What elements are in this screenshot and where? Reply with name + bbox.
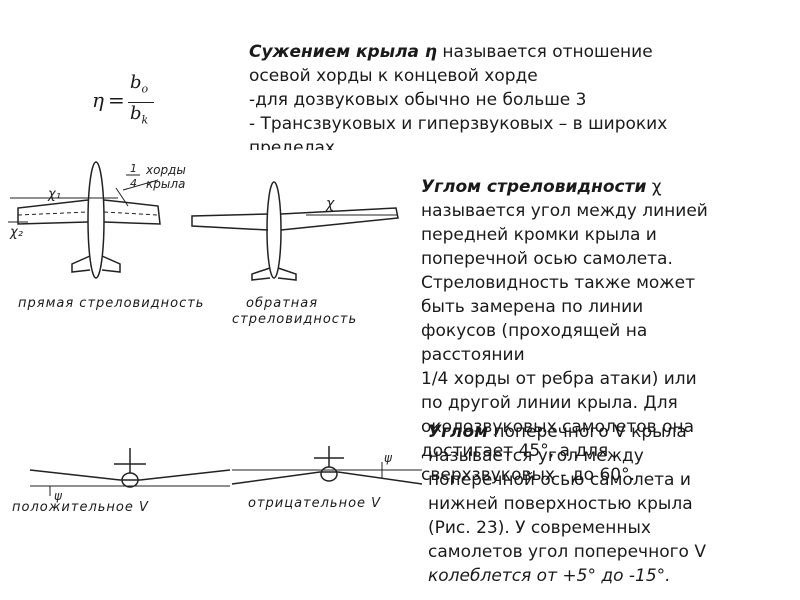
sweep-line: Стреловидность также может xyxy=(421,273,695,293)
sweep-line: быть замерена по линии xyxy=(421,297,644,317)
formula-numerator: bo xyxy=(130,72,149,96)
sweep-text: Углом стреловидности χ называется угол м… xyxy=(421,175,708,487)
dihedral-line: (Рис. 23). У современных xyxy=(428,518,651,538)
chord-word: хорды xyxy=(145,163,186,177)
dihedral-line: нижней поверхностью крыла xyxy=(428,494,693,514)
psi-label-negative: ψ xyxy=(384,451,393,465)
sweep-line: околозвуковых самолетов она xyxy=(421,417,695,437)
sweep-line-1: Углом стреловидности χ xyxy=(421,177,662,197)
sweep-line: по другой линии крыла. Для xyxy=(421,393,678,413)
wing-word: крыла xyxy=(146,177,185,191)
negative-dihedral-figure: ψ xyxy=(231,446,423,485)
dihedral-line-1: Углом поперечного V крыла xyxy=(428,422,687,442)
dihedral-line: поперечной осью самолета и xyxy=(428,470,691,490)
formula-eta: η xyxy=(92,88,104,112)
dihedral-line: самолетов угол поперечного V xyxy=(428,542,706,562)
reverse-sweep-label-2: стреловидность xyxy=(232,312,358,327)
taper-line-1: Сужением крыла η называется отношение xyxy=(249,42,653,62)
taper-text: Сужением крыла η называется отношение ос… xyxy=(249,40,667,150)
taper-line-5: пределах xyxy=(249,138,335,150)
positive-dihedral-figure: ψ xyxy=(29,448,231,503)
chi-label: χ xyxy=(325,196,335,212)
positive-dihedral-label: положительное V xyxy=(12,500,149,515)
straight-sweep-label: прямая стреловидность xyxy=(18,296,205,311)
reverse-sweep-figure: χ xyxy=(191,181,399,281)
sweep-line: сверхзвуковых - до 60°. xyxy=(421,465,636,485)
taper-line-4: - Трансзвуковых и гиперзвуковых – в широ… xyxy=(249,114,668,134)
sweep-line: поперечной осью самолета. xyxy=(421,249,673,269)
fraction-bar xyxy=(128,102,154,103)
sweep-line: называется угол между линией xyxy=(421,201,708,221)
sweep-line: достигает 45°, а для xyxy=(421,441,609,461)
dihedral-text: Углом поперечного V крыла называется уго… xyxy=(428,420,706,588)
dihedral-last-line: колеблется от +5° до -15°. xyxy=(428,566,671,586)
sweep-line: фокусов (проходящей на xyxy=(421,321,648,341)
taper-line-3: -для дозвуковых обычно не больше 3 xyxy=(249,90,587,110)
psi-label-positive: ψ xyxy=(54,489,63,503)
dihedral-line: называется угол между xyxy=(428,446,644,466)
straight-sweep-figure: χ₁ χ₂ 1 4 хорды крыла xyxy=(8,161,186,279)
taper-formula: η = bo bk xyxy=(92,72,162,132)
formula-equals: = xyxy=(108,88,125,112)
sweep-line: 1/4 хорды от ребра атаки) или xyxy=(421,369,697,389)
sweep-line: расстоянии xyxy=(421,345,525,365)
taper-line-2: осевой хорды к концевой хорде xyxy=(249,66,538,86)
formula-denominator: bk xyxy=(130,103,149,127)
chi2-label: χ₂ xyxy=(9,225,23,240)
chi1-label: χ₁ xyxy=(47,187,61,202)
quarter-den: 4 xyxy=(130,177,137,190)
reverse-sweep-label-1: обратная xyxy=(246,296,319,311)
negative-dihedral-label: отрицательное V xyxy=(248,496,382,511)
quarter-num: 1 xyxy=(130,162,137,175)
sweep-line: передней кромки крыла и xyxy=(421,225,657,245)
